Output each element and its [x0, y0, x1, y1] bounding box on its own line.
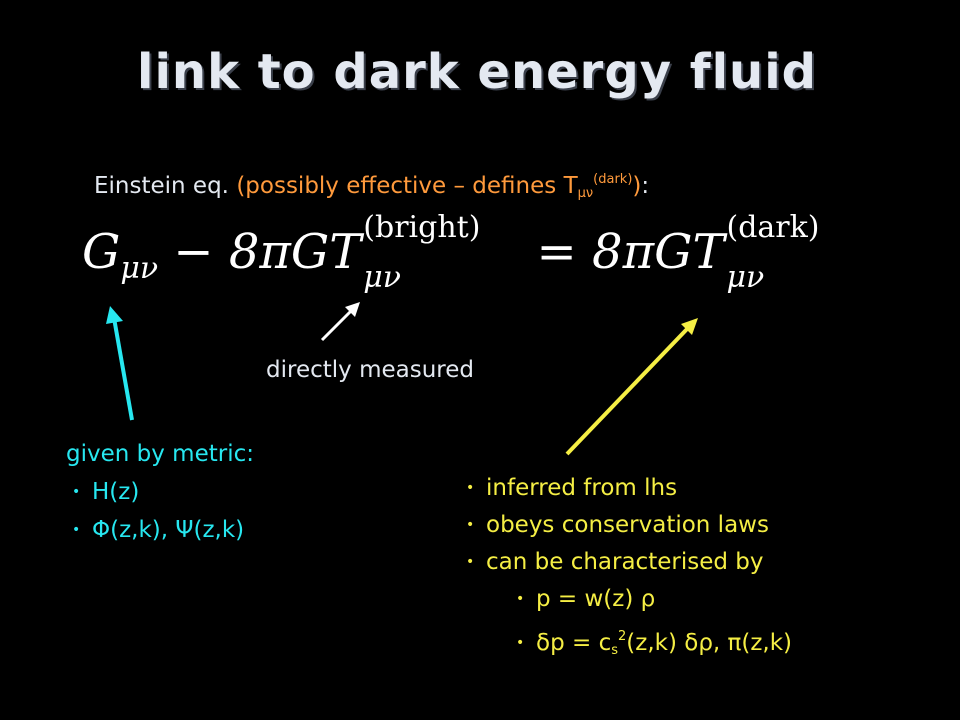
effective-note: (possibly effective – defines Tμν(dark)): [236, 172, 642, 201]
einstein-colon: :: [641, 173, 650, 199]
einstein-caption: Einstein eq. (possibly effective – defin…: [94, 172, 649, 201]
directly-measured-label: directly measured: [266, 357, 474, 383]
white-arrow: [320, 308, 354, 342]
dark-properties-list: •inferred from lhs •obeys conservation l…: [466, 470, 793, 658]
equals-sign: =: [536, 224, 577, 280]
list-item: •H(z): [72, 479, 140, 505]
sub-list-item: •p = w(z) ρ: [516, 586, 656, 612]
einstein-tensor: Gμν: [82, 224, 159, 286]
yellow-arrowhead: [681, 318, 698, 335]
list-item: •obeys conservation laws: [466, 512, 769, 538]
cyan-arrow: [112, 317, 134, 421]
metric-heading: given by metric:: [66, 441, 254, 467]
white-arrowhead: [345, 302, 360, 317]
yellow-arrow: [565, 326, 690, 456]
minus-sign: −: [173, 224, 214, 280]
bright-term: 8πGT(bright)μν: [228, 210, 481, 295]
list-item: •inferred from lhs: [466, 475, 678, 501]
sub-list-item: •δp = cs2(z,k) δρ, π(z,k): [516, 629, 793, 658]
metric-list: given by metric: •H(z) •Φ(z,k), Ψ(z,k): [66, 435, 254, 549]
slide-title: link to dark energy fluid: [136, 44, 818, 100]
field-equation: Gμν − 8πGT(bright)μν = 8πGT(dark)μν: [82, 210, 844, 295]
cyan-arrowhead: [106, 306, 123, 324]
dark-term: 8πGT(dark)μν: [592, 210, 820, 295]
list-item: •Φ(z,k), Ψ(z,k): [72, 517, 245, 543]
list-item: •can be characterised by: [466, 549, 764, 575]
einstein-prefix: Einstein eq.: [94, 173, 237, 199]
